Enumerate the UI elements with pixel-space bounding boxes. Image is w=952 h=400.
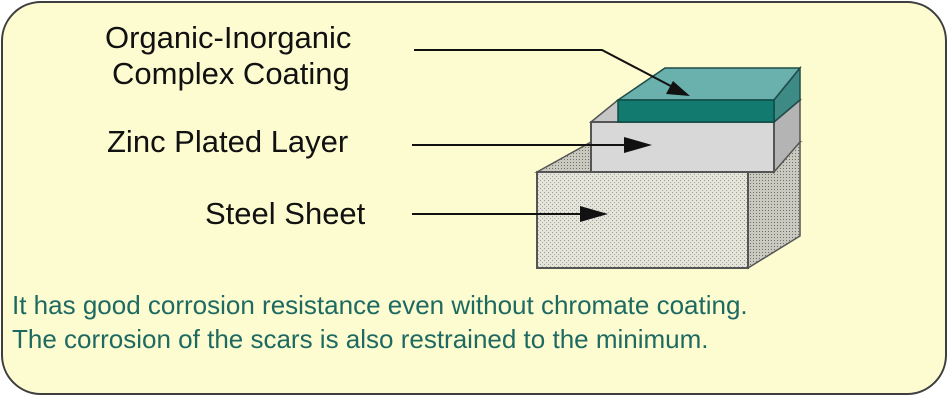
zinc-label: Zinc Plated Layer bbox=[107, 124, 349, 159]
coating-label-line2: Complex Coating bbox=[112, 56, 350, 91]
coating-arrow bbox=[414, 49, 690, 96]
steel-label: Steel Sheet bbox=[205, 196, 366, 231]
caption-line1: It has good corrosion resistance even wi… bbox=[12, 290, 748, 320]
caption-line2: The corrosion of the scars is also restr… bbox=[12, 324, 709, 354]
steel-arrow bbox=[412, 206, 608, 222]
zinc-arrow bbox=[412, 137, 652, 153]
coating-block bbox=[615, 65, 802, 124]
coating-label-line1: Organic-Inorganic bbox=[105, 20, 352, 55]
